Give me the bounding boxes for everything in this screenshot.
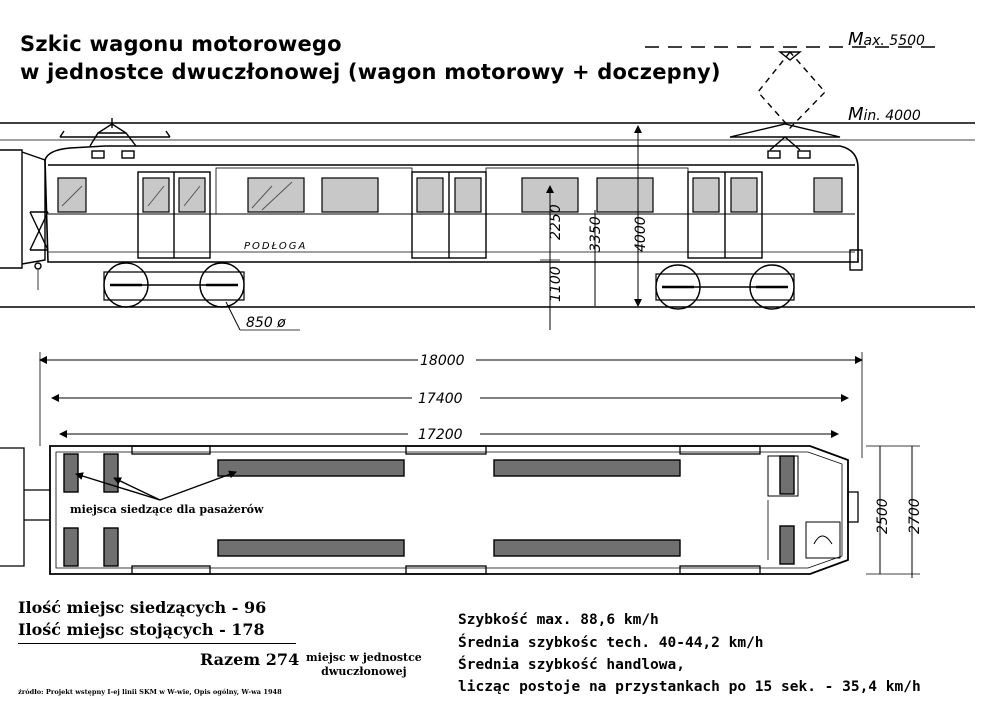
svg-text:Min. 4000: Min. 4000 bbox=[848, 104, 921, 125]
length-18000: 18000 bbox=[420, 353, 465, 369]
pantograph-right bbox=[729, 50, 841, 159]
speed-commercial: Średnia szybkość handlowa, bbox=[458, 657, 685, 673]
seat-bench bbox=[493, 459, 681, 477]
min-label-prefix: M bbox=[848, 104, 864, 125]
plan-view bbox=[0, 352, 920, 578]
width-2700: 2700 bbox=[907, 498, 923, 534]
window bbox=[57, 177, 87, 213]
wheel-diameter: 850 ø bbox=[246, 315, 286, 331]
total-capacity: Razem 274 bbox=[200, 650, 300, 669]
adjacent-car-stub bbox=[0, 149, 46, 269]
seat bbox=[779, 525, 795, 565]
seats bbox=[63, 453, 795, 567]
max-label: ax. 5500 bbox=[864, 33, 925, 49]
standing-capacity: Ilość miejsc stojących - 178 bbox=[18, 620, 265, 639]
car-plan-outline bbox=[49, 445, 849, 575]
seat-bench bbox=[217, 459, 405, 477]
speed-commercial-detail: licząc postoje na przystankach po 15 sek… bbox=[458, 679, 921, 695]
speed-max: Szybkość max. 88,6 km/h bbox=[458, 612, 659, 628]
seat-leaders bbox=[75, 470, 237, 501]
floor-label: PODŁOGA bbox=[244, 241, 307, 252]
title-line-2: w jednostce dwuczłonowej (wagon motorowy… bbox=[20, 60, 721, 84]
sum-divider bbox=[18, 643, 296, 644]
height-3350: 3350 bbox=[588, 216, 604, 252]
seated-capacity: Ilość miejsc siedzących - 96 bbox=[18, 598, 267, 617]
bogie-right bbox=[655, 264, 795, 310]
height-2250: 2250 bbox=[548, 204, 564, 240]
seat bbox=[63, 453, 79, 493]
window bbox=[142, 177, 170, 213]
total-note-line-1: miejsc w jednostce bbox=[306, 651, 422, 664]
window bbox=[454, 177, 482, 213]
min-label: in. 4000 bbox=[864, 108, 921, 124]
seat bbox=[103, 527, 119, 567]
seat-bench bbox=[493, 539, 681, 557]
seat bbox=[779, 455, 795, 495]
total-capacity-note: miejsc w jednostce dwuczłonowej bbox=[306, 651, 422, 679]
coupler-symbol bbox=[29, 211, 49, 290]
window bbox=[247, 177, 305, 213]
width-2500: 2500 bbox=[875, 498, 891, 534]
window bbox=[692, 177, 720, 213]
length-17200: 17200 bbox=[418, 427, 463, 443]
length-17400: 17400 bbox=[418, 391, 463, 407]
seat-annotation: miejsca siedzące dla pasażerów bbox=[68, 503, 266, 516]
source-citation: źródło: Projekt wstępny I-ej linii SKM w… bbox=[18, 688, 282, 696]
adjacent-car-plan bbox=[0, 447, 25, 567]
height-1100: 1100 bbox=[548, 266, 564, 302]
window bbox=[730, 177, 758, 213]
pantograph-left bbox=[59, 118, 171, 159]
window bbox=[813, 177, 843, 213]
max-label-prefix: M bbox=[848, 29, 864, 50]
total-note-line-2: dwuczłonowej bbox=[321, 665, 407, 678]
svg-text:Max. 5500: Max. 5500 bbox=[848, 29, 925, 50]
window bbox=[178, 177, 206, 213]
side-view bbox=[0, 46, 975, 331]
seat bbox=[63, 527, 79, 567]
window bbox=[321, 177, 379, 213]
car-body-outline bbox=[44, 145, 859, 263]
speed-tech: Średnia szybkośc tech. 40-44,2 km/h bbox=[458, 635, 764, 651]
seat-bench bbox=[217, 539, 405, 557]
height-4000: 4000 bbox=[633, 216, 649, 252]
bogie-left bbox=[103, 262, 245, 308]
window bbox=[416, 177, 444, 213]
window bbox=[596, 177, 654, 213]
title-line-1: Szkic wagonu motorowego bbox=[20, 32, 342, 56]
